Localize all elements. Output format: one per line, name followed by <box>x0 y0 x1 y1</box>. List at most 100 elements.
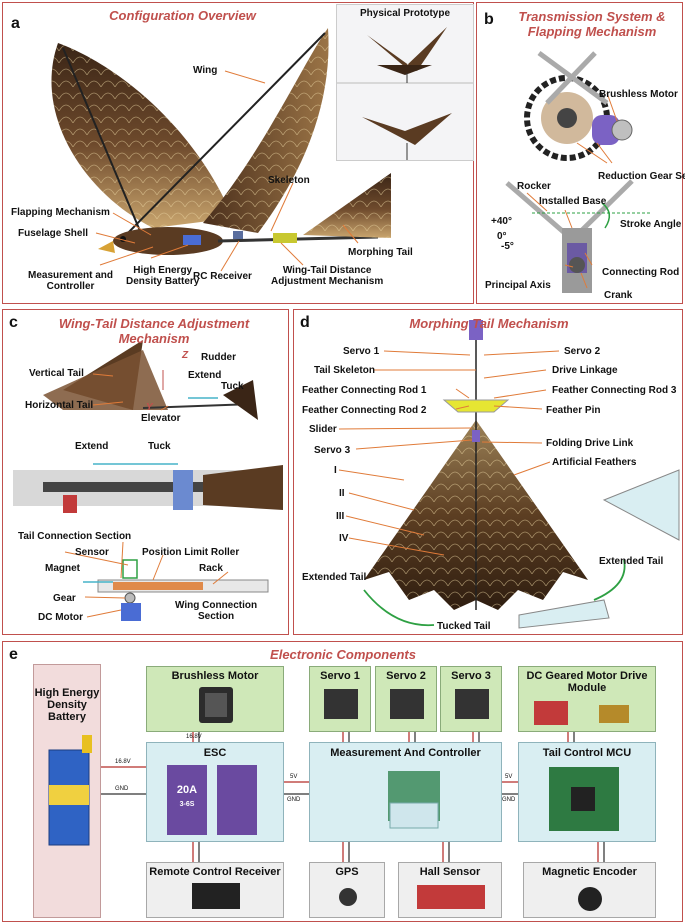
label-rudder: Rudder <box>201 352 236 363</box>
hall-sensor-box: Hall Sensor <box>398 862 502 918</box>
label-servo3: Servo 3 <box>314 445 351 456</box>
label-tucked-tail: Tucked Tail <box>437 621 491 632</box>
gps-image <box>339 888 357 906</box>
label-plus40: +40° <box>491 216 512 227</box>
servo2-image <box>390 689 424 719</box>
label-fuselage-shell: Fuselage Shell <box>18 228 89 239</box>
label-skeleton: Skeleton <box>268 175 310 186</box>
hall-sensor-image <box>417 885 485 909</box>
label-minus5: -5° <box>501 241 514 252</box>
label-zone-ii: II <box>339 488 345 499</box>
panel-e-label: e <box>9 646 18 663</box>
label-elevator: Elevator <box>141 413 181 424</box>
battery-image <box>48 735 92 846</box>
servo2-box: Servo 2 <box>375 666 437 732</box>
label-zone-iii: III <box>336 511 345 522</box>
label-folding-drive-link: Folding Drive Link <box>546 438 634 449</box>
servo1-title: Servo 1 <box>320 670 360 682</box>
measurement-controller-image <box>388 771 440 829</box>
label-wing-tail-distance: Wing-Tail Distance Adjustment Mechanism <box>271 265 384 287</box>
label-tuck-1: Tuck <box>221 381 244 392</box>
rc-receiver-box: Remote Control Receiver <box>146 862 284 918</box>
label-fcr1: Feather Connecting Rod 1 <box>302 385 427 396</box>
label-artificial-feathers: Artificial Feathers <box>552 457 637 468</box>
rc-receiver-title: Remote Control Receiver <box>149 866 281 878</box>
wire-168v-battery: 16.8V <box>115 759 131 765</box>
label-rack: Rack <box>199 563 223 574</box>
brushless-motor-image <box>199 687 233 723</box>
label-slider: Slider <box>309 424 337 435</box>
servo3-title: Servo 3 <box>451 670 491 682</box>
label-feather-pin: Feather Pin <box>546 405 601 416</box>
panel-c-title: Wing-Tail Distance Adjustment Mechanism <box>58 316 250 346</box>
magnetic-encoder-image <box>578 887 602 911</box>
gps-title: GPS <box>335 866 359 878</box>
esc-box: ESC 20A 3-6S <box>146 742 284 842</box>
brushless-motor-title: Brushless Motor <box>171 670 259 682</box>
label-reduction-gear-set: Reduction Gear Set <box>598 171 685 182</box>
morphing-tail-illustration <box>338 320 680 629</box>
label-morphing-tail: Morphing Tail <box>348 247 413 258</box>
panel-a-label: a <box>11 15 20 32</box>
battery-box: High Energy Density Battery <box>33 664 101 918</box>
magnetic-encoder-title: Magnetic Encoder <box>542 866 637 878</box>
label-vertical-tail: Vertical Tail <box>29 368 84 379</box>
magnetic-encoder-box: Magnetic Encoder <box>523 862 656 918</box>
label-wing-connection: Wing Connection Section <box>175 600 258 622</box>
panel-b-title: Transmission System & Flapping Mechanism <box>518 9 666 39</box>
label-zero: 0° <box>497 231 507 242</box>
panel-d: d Morphing Tail Mechanism Servo 1 Servo … <box>293 309 683 635</box>
wire-5v-mcu: 5V <box>505 774 513 780</box>
panel-a: a Configuration Overview Physical Protot… <box>2 2 474 304</box>
label-dc-motor: DC Motor <box>38 612 83 623</box>
label-servo1: Servo 1 <box>343 346 380 357</box>
panel-c: c Wing-Tail Distance Adjustment Mechanis… <box>2 309 289 635</box>
esc-image <box>167 765 257 835</box>
label-stroke-angle: Stroke Angle <box>620 219 682 230</box>
wire-168v-top: 16.8V <box>186 734 202 740</box>
dc-motor-drive-box: DC Geared Motor Drive Module <box>518 666 656 732</box>
label-zone-iv: IV <box>339 533 349 544</box>
label-extended-tail-right: Extended Tail <box>599 556 664 567</box>
servo1-box: Servo 1 <box>309 666 371 732</box>
label-fcr2: Feather Connecting Rod 2 <box>302 405 427 416</box>
label-tuck-2: Tuck <box>148 441 171 452</box>
label-zone-i: I <box>334 465 337 476</box>
battery-title: High Energy Density Battery <box>34 687 100 723</box>
esc-cells: 3-6S <box>179 801 195 808</box>
servo1-image <box>324 689 358 719</box>
prototype-inset: Physical Prototype <box>336 4 474 161</box>
rc-receiver-image <box>192 883 240 909</box>
panel-a-title: Configuration Overview <box>109 8 256 23</box>
label-installed-base: Installed Base <box>539 196 607 207</box>
label-extended-tail-left: Extended Tail <box>302 572 367 583</box>
panel-b-label: b <box>484 11 494 28</box>
label-wing: Wing <box>193 65 218 76</box>
prototype-photos <box>337 27 473 160</box>
label-y: Y <box>146 402 153 413</box>
gps-box: GPS <box>309 862 385 918</box>
label-magnet: Magnet <box>45 563 80 574</box>
label-rc-receiver: RC Receiver <box>193 271 252 282</box>
esc-rating: 20A <box>176 784 198 796</box>
label-servo2: Servo 2 <box>564 346 601 357</box>
brushless-motor-box: Brushless Motor <box>146 666 284 732</box>
panel-e: e Electronic Components High Energy Dens… <box>2 641 683 922</box>
hall-sensor-title: Hall Sensor <box>419 866 481 878</box>
label-extend-2: Extend <box>75 441 109 452</box>
label-extend-1: Extend <box>188 370 222 381</box>
panel-d-label: d <box>300 314 310 331</box>
label-principal-axis: Principal Axis <box>485 280 551 291</box>
label-drive-linkage: Drive Linkage <box>552 365 618 376</box>
label-crank: Crank <box>604 290 633 301</box>
panel-d-title: Morphing Tail Mechanism <box>409 316 569 331</box>
label-rocker: Rocker <box>517 181 551 192</box>
wire-5v-esc: 5V <box>290 774 298 780</box>
wire-gnd-battery: GND <box>115 786 129 792</box>
label-flapping-mechanism: Flapping Mechanism <box>11 207 110 218</box>
label-measurement-controller: Measurement and Controller <box>28 270 114 292</box>
bird-illustration <box>51 28 391 272</box>
measurement-controller-box: Measurement And Controller <box>309 742 502 842</box>
panel-b: b Transmission System & Flapping Mechani… <box>476 2 685 304</box>
label-sensor: Sensor <box>75 547 109 558</box>
